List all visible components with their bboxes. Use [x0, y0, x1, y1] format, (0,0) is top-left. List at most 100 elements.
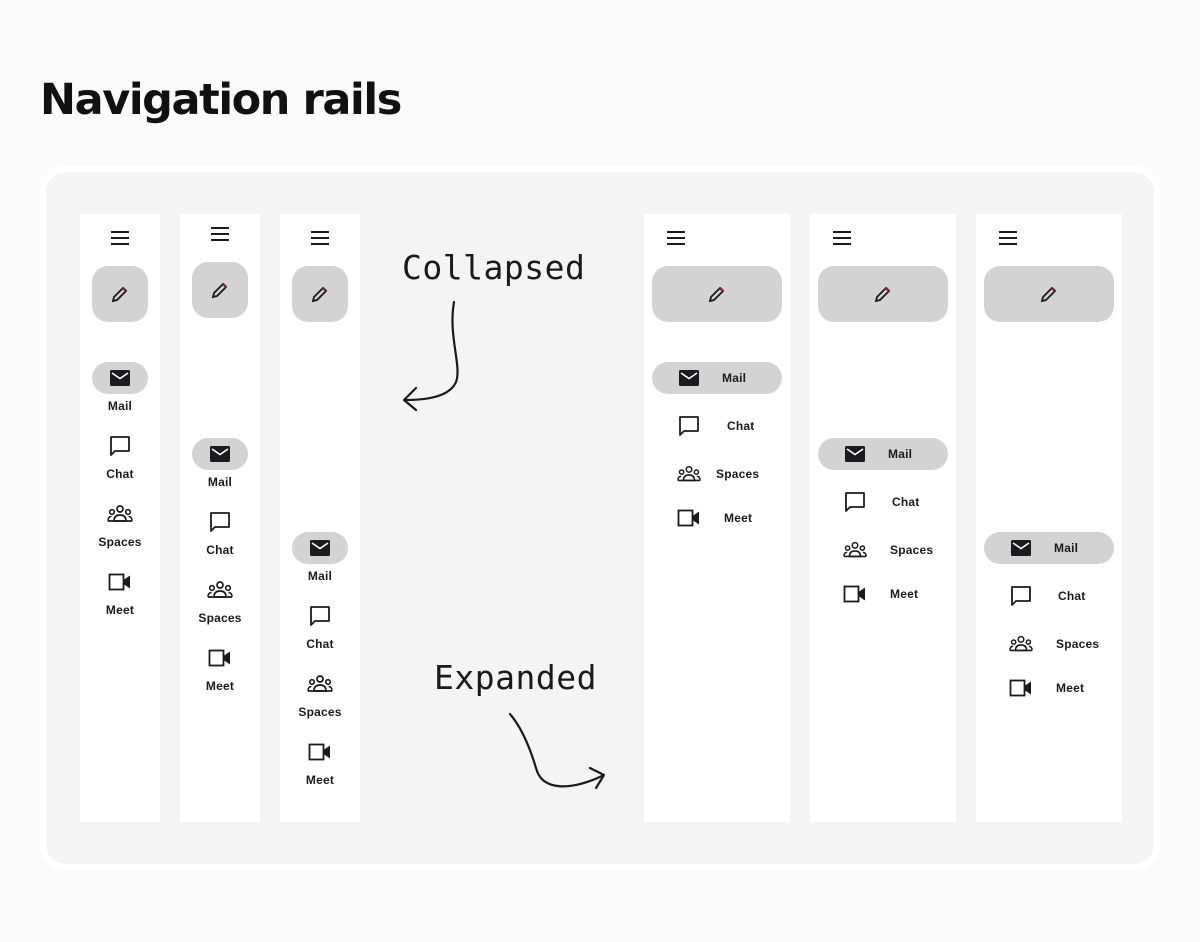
compose-button[interactable] — [192, 262, 248, 318]
nav-item-label: Mail — [307, 569, 333, 583]
nav-item-label: Chat — [892, 495, 920, 509]
mail-icon — [677, 366, 701, 390]
nav-item-spaces[interactable]: Spaces — [80, 498, 160, 550]
menu-icon[interactable] — [664, 226, 688, 250]
edit-icon — [110, 284, 130, 304]
collapsed-annotation: Collapsed — [402, 248, 586, 287]
edit-icon — [707, 284, 727, 304]
meet-icon — [108, 573, 132, 591]
nav-item-label: Mail — [722, 371, 747, 385]
spaces-icon — [843, 538, 867, 562]
menu-icon[interactable] — [208, 222, 232, 246]
chat-icon — [677, 414, 701, 438]
nav-item-label: Meet — [724, 511, 753, 525]
compose-button[interactable] — [292, 266, 348, 322]
nav-item-spaces[interactable]: Spaces — [180, 574, 260, 626]
meet-icon — [308, 743, 332, 761]
compose-button[interactable] — [984, 266, 1114, 322]
nav-item-label: Meet — [305, 773, 335, 787]
nav-item-meet[interactable]: Meet — [80, 566, 160, 618]
nav-item-label: Spaces — [98, 535, 142, 549]
collapsed-rail-top: Mail Chat Spaces Meet — [80, 214, 160, 822]
nav-item-chat[interactable]: Chat — [180, 506, 260, 558]
edit-icon — [873, 284, 893, 304]
meet-icon — [843, 582, 867, 606]
edit-icon — [210, 280, 230, 300]
mail-icon — [1009, 536, 1033, 560]
mail-icon — [843, 442, 867, 466]
compose-button[interactable] — [652, 266, 782, 322]
nav-item-label: Spaces — [298, 705, 342, 719]
nav-item-label: Meet — [205, 679, 235, 693]
menu-icon[interactable] — [996, 226, 1020, 250]
nav-item-label: Chat — [106, 467, 134, 481]
chat-icon — [109, 435, 131, 457]
nav-item-meet[interactable]: Meet — [818, 578, 948, 610]
nav-item-label: Chat — [206, 543, 234, 557]
spaces-icon — [1009, 632, 1033, 656]
nav-item-meet[interactable]: Meet — [652, 502, 782, 534]
chat-icon — [843, 490, 867, 514]
nav-item-label: Chat — [306, 637, 334, 651]
expanded-rail-center: Mail Chat Spaces Meet — [810, 214, 956, 822]
expanded-rail-bottom: Mail Chat Spaces Meet — [976, 214, 1122, 822]
collapsed-rail-center: Mail Chat Spaces Meet — [180, 214, 260, 822]
nav-item-label: Chat — [1058, 589, 1086, 603]
nav-item-spaces[interactable]: Spaces — [280, 668, 360, 720]
mail-icon — [109, 369, 131, 387]
nav-item-mail[interactable]: Mail — [652, 362, 782, 394]
nav-item-mail[interactable]: Mail — [818, 438, 948, 470]
nav-item-chat[interactable]: Chat — [984, 580, 1114, 612]
spaces-icon — [677, 462, 701, 486]
nav-item-label: Meet — [1056, 681, 1085, 695]
collapsed-rail-bottom: Mail Chat Spaces Meet — [280, 214, 360, 822]
compose-button[interactable] — [818, 266, 948, 322]
nav-item-mail[interactable]: Mail — [984, 532, 1114, 564]
nav-item-label: Spaces — [716, 467, 760, 481]
nav-item-spaces[interactable]: Spaces — [984, 628, 1114, 660]
nav-item-label: Chat — [727, 419, 755, 433]
nav-item-label: Spaces — [1056, 637, 1100, 651]
nav-item-label: Mail — [207, 475, 233, 489]
spaces-icon — [207, 580, 233, 600]
nav-item-label: Meet — [105, 603, 135, 617]
expanded-rail-top: Mail Chat Spaces Meet — [644, 214, 790, 822]
edit-icon — [310, 284, 330, 304]
nav-item-label: Meet — [890, 587, 919, 601]
meet-icon — [1009, 676, 1033, 700]
nav-item-chat[interactable]: Chat — [280, 600, 360, 652]
spaces-icon — [307, 674, 333, 694]
nav-item-chat[interactable]: Chat — [80, 430, 160, 482]
page-title: Navigation rails — [40, 75, 402, 125]
arrow-icon — [502, 708, 612, 798]
spaces-icon — [107, 504, 133, 524]
edit-icon — [1039, 284, 1059, 304]
meet-icon — [677, 506, 701, 530]
nav-item-mail[interactable]: Mail — [180, 438, 260, 490]
menu-icon[interactable] — [308, 226, 332, 250]
nav-item-spaces[interactable]: Spaces — [652, 458, 782, 490]
arrow-icon — [392, 296, 462, 416]
menu-icon[interactable] — [108, 226, 132, 250]
meet-icon — [208, 649, 232, 667]
compose-button[interactable] — [92, 266, 148, 322]
chat-icon — [1009, 584, 1033, 608]
nav-item-label: Mail — [107, 399, 133, 413]
chat-icon — [309, 605, 331, 627]
chat-icon — [209, 511, 231, 533]
nav-item-label: Spaces — [198, 611, 242, 625]
nav-item-spaces[interactable]: Spaces — [818, 534, 948, 566]
nav-item-meet[interactable]: Meet — [180, 642, 260, 694]
demo-canvas: Mail Chat Spaces Meet Mail Chat — [40, 166, 1160, 870]
nav-item-label: Spaces — [890, 543, 934, 557]
nav-item-chat[interactable]: Chat — [818, 486, 948, 518]
nav-item-label: Mail — [888, 447, 913, 461]
mail-icon — [309, 539, 331, 557]
menu-icon[interactable] — [830, 226, 854, 250]
nav-item-meet[interactable]: Meet — [984, 672, 1114, 704]
nav-item-chat[interactable]: Chat — [652, 410, 782, 442]
nav-item-label: Mail — [1054, 541, 1079, 555]
nav-item-meet[interactable]: Meet — [280, 736, 360, 788]
nav-item-mail[interactable]: Mail — [80, 362, 160, 414]
nav-item-mail[interactable]: Mail — [280, 532, 360, 584]
